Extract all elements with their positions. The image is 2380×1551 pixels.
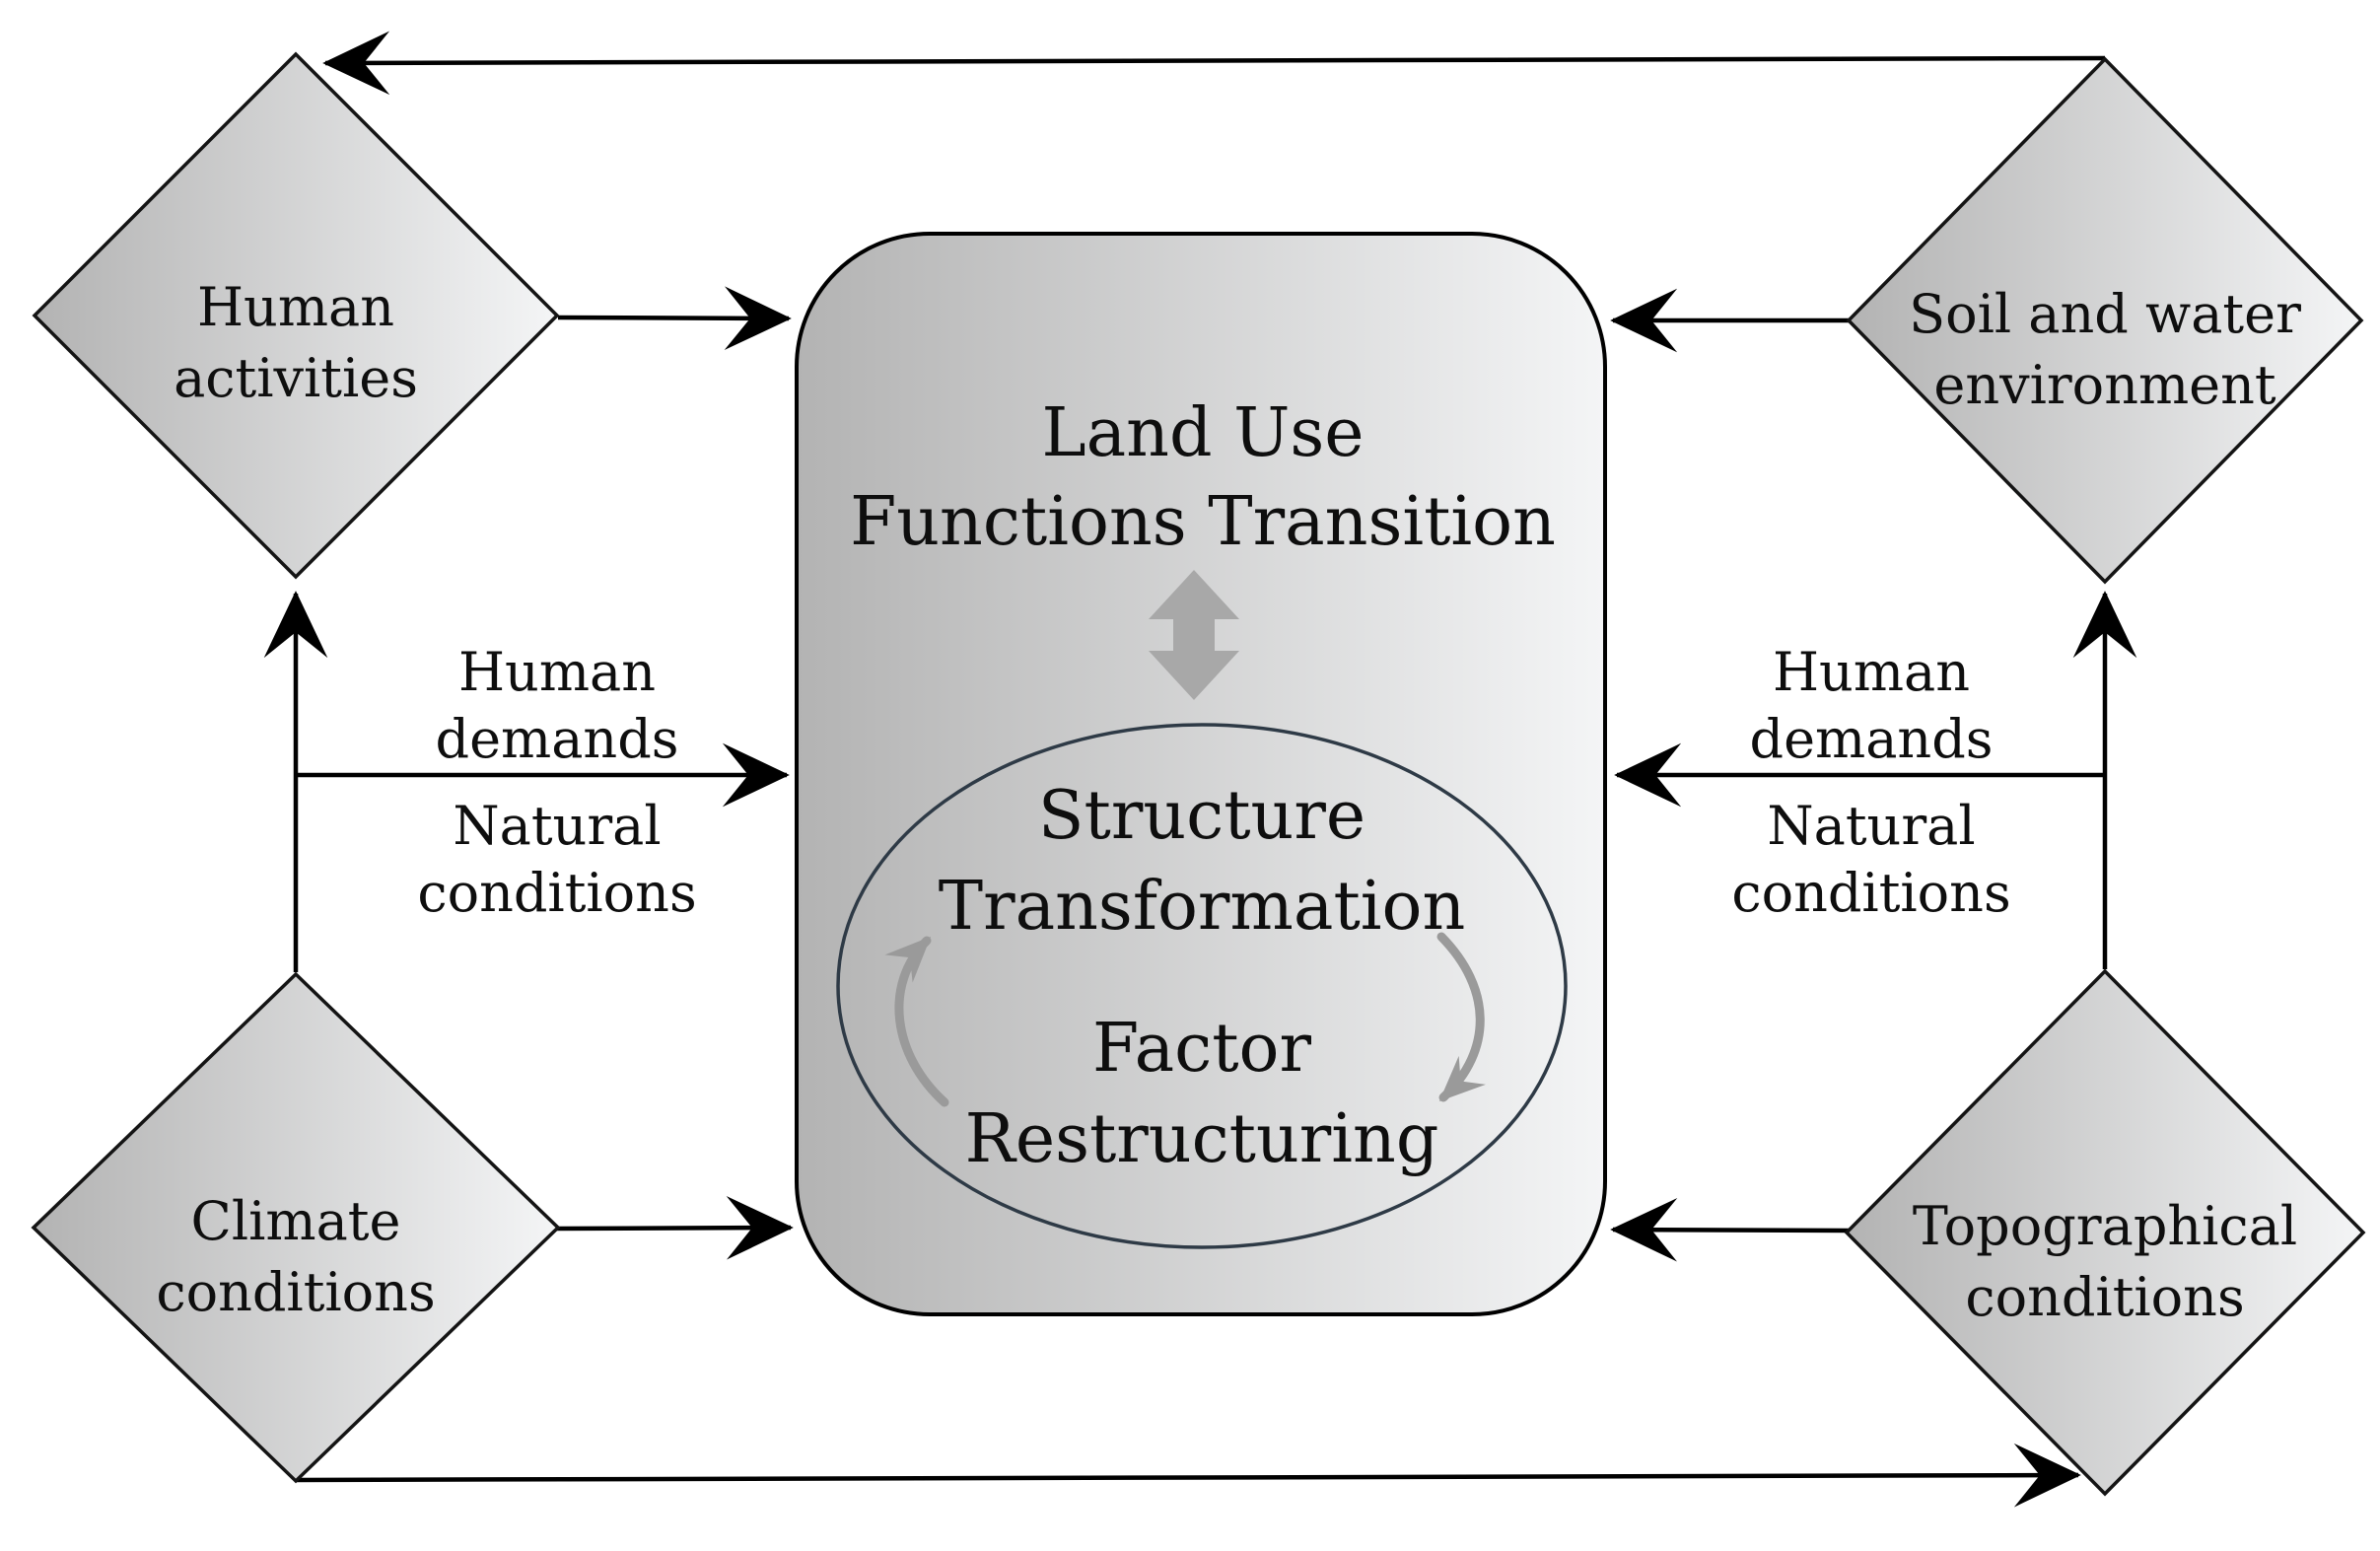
- node-topographical-label-line1: Topographical: [1913, 1195, 2297, 1257]
- edge-labels: Human demands Natural conditions Human d…: [417, 641, 2010, 924]
- node-human-activities-label-line2: activities: [174, 347, 418, 409]
- cycle-factor-line2: Restructuring: [965, 1100, 1439, 1178]
- cycle-factor-line1: Factor: [1092, 1010, 1311, 1088]
- connectors: [263, 31, 2137, 1508]
- right-natural-conditions-line2: conditions: [1731, 862, 2010, 924]
- right-human-demands-line2: demands: [1750, 708, 1994, 770]
- node-climate-conditions: [31, 971, 561, 1484]
- node-soil-water-environment: [1846, 56, 2364, 585]
- node-soil-water-label-line1: Soil and water: [1909, 283, 2301, 345]
- cycle-structure-line1: Structure: [1038, 777, 1365, 855]
- center-box-title-line1: Land Use: [1041, 394, 1364, 472]
- node-soil-water-label-line2: environment: [1933, 354, 2276, 416]
- edge-topographical-to-box: [1610, 1197, 1850, 1262]
- edge-human-activities-to-box: [557, 286, 792, 351]
- cycle-curved-arrow-up-icon: [884, 936, 949, 1107]
- center-box-title-line2: Functions Transition: [850, 483, 1556, 561]
- edge-climate-to-box: [555, 1195, 794, 1260]
- right-human-demands-line1: Human: [1773, 641, 1970, 703]
- edge-top-feedback: [322, 31, 2106, 96]
- center-box: Land Use Functions Transition Structure …: [795, 232, 1607, 1316]
- left-human-demands-line2: demands: [436, 708, 679, 770]
- node-human-activities-label-line1: Human: [197, 276, 394, 338]
- node-climate-label-line2: conditions: [156, 1261, 435, 1323]
- cycle-structure-line2: Transformation: [939, 868, 1466, 946]
- node-topographical-label-line2: conditions: [1965, 1266, 2244, 1328]
- left-human-demands-line1: Human: [458, 641, 656, 703]
- left-natural-conditions-line2: conditions: [417, 862, 696, 924]
- node-topographical-conditions: [1844, 968, 2366, 1497]
- node-human-activities: [32, 51, 560, 580]
- up-down-arrow-icon: [1149, 570, 1239, 700]
- right-natural-conditions-line1: Natural: [1767, 795, 1975, 857]
- node-climate-label-line1: Climate: [191, 1190, 401, 1252]
- cycle-curved-arrow-down-icon: [1436, 932, 1486, 1102]
- land-use-functions-transition-box: [795, 232, 1607, 1316]
- edge-bottom-feedback: [295, 1443, 2081, 1508]
- cycle-ellipse: [836, 723, 1568, 1249]
- corner-nodes: Human activities Soil and water environm…: [31, 51, 2366, 1497]
- left-natural-conditions-line1: Natural: [453, 795, 661, 857]
